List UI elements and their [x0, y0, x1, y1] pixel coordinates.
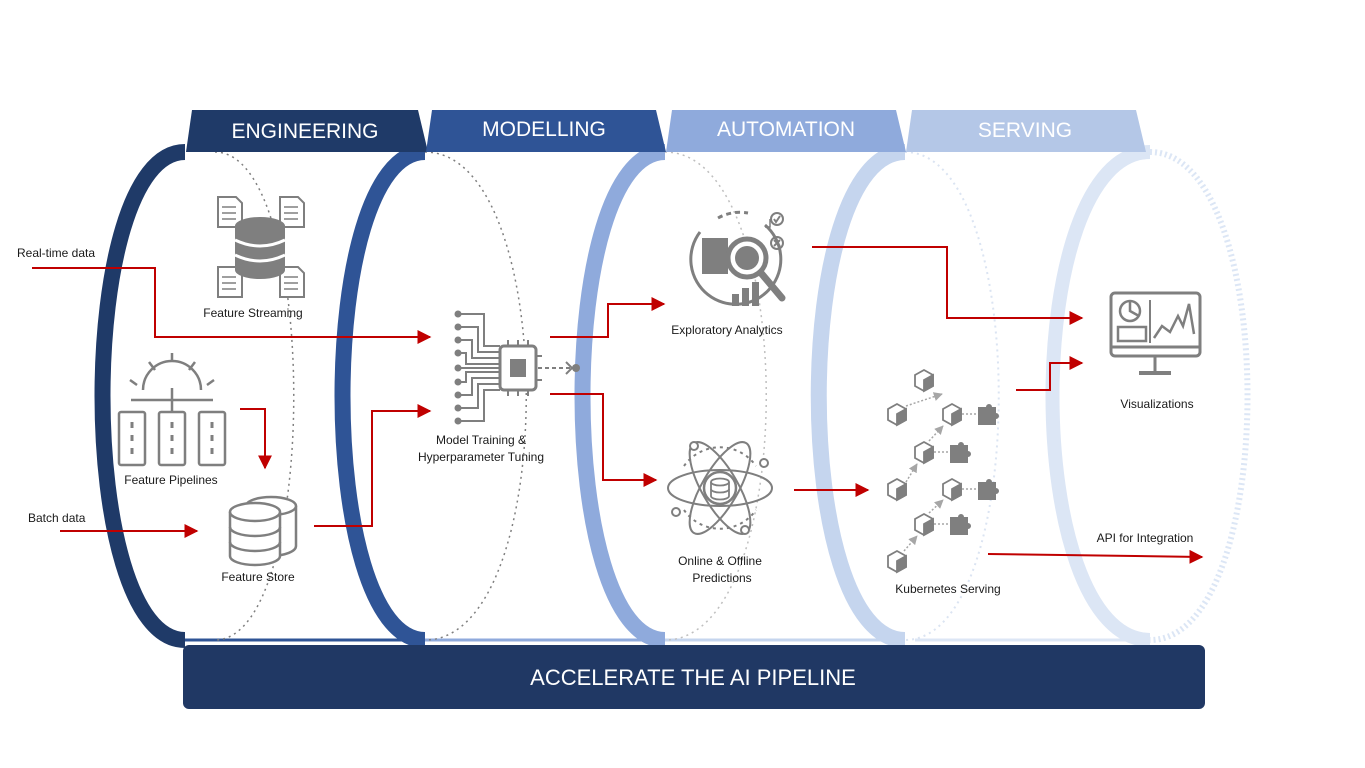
- label-model-training-2: Hyperparameter Tuning: [418, 450, 544, 464]
- input-label-realtime: Real-time data: [17, 246, 95, 260]
- automation-ring: [665, 144, 1000, 648]
- label-api-integration: API for Integration: [1097, 531, 1194, 545]
- stage-tab-serving[interactable]: SERVING: [906, 110, 1146, 152]
- stage-label-automation: AUTOMATION: [717, 118, 855, 141]
- stage-tab-engineering[interactable]: ENGINEERING: [186, 110, 428, 152]
- stage-rings: [94, 144, 1251, 648]
- gear-servers-icon: [117, 353, 227, 467]
- flow-arrows: [32, 246, 1204, 564]
- label-feature-pipelines: Feature Pipelines: [124, 473, 217, 487]
- bottom-banner: ACCELERATE THE AI PIPELINE: [183, 645, 1205, 709]
- stage-label-engineering: ENGINEERING: [231, 120, 378, 143]
- stage-label-modelling: MODELLING: [482, 118, 606, 141]
- label-predictions-2: Predictions: [692, 571, 751, 585]
- database-documents-icon: [217, 196, 305, 298]
- arrow-training-to-predictions: [550, 393, 658, 487]
- stage-label-serving: SERVING: [978, 119, 1072, 142]
- arrow-kubernetes-to-visualizations: [1016, 356, 1084, 391]
- neural-chip-icon: [454, 310, 580, 425]
- kubernetes-cubes-icon: [887, 368, 999, 574]
- label-feature-store: Feature Store: [221, 570, 295, 584]
- label-kubernetes-serving: Kubernetes Serving: [895, 582, 1000, 596]
- label-predictions-1: Online & Offline: [678, 554, 762, 568]
- label-feature-streaming: Feature Streaming: [203, 306, 302, 320]
- analytics-magnifier-icon: [689, 210, 786, 306]
- label-model-training-1: Model Training &: [436, 433, 526, 447]
- arrow-store-to-training: [314, 404, 432, 527]
- label-visualizations: Visualizations: [1120, 397, 1193, 411]
- stage-tab-automation[interactable]: AUTOMATION: [666, 110, 906, 152]
- serving-ring: [915, 145, 1251, 647]
- database-icon: [228, 495, 298, 567]
- modelling-ring: [425, 144, 767, 648]
- arrow-pipelines-to-store: [240, 408, 272, 470]
- arrow-realtime-to-training: [32, 267, 432, 344]
- monitor-dashboard-icon: [1109, 291, 1202, 375]
- atom-database-icon: [667, 441, 773, 535]
- engineering-ring: [185, 144, 527, 648]
- arrow-kubernetes-to-api: [987, 549, 1204, 564]
- stage-headers: ENGINEERING MODELLING AUTOMATION SERVING: [186, 110, 1146, 152]
- label-exploratory-analytics: Exploratory Analytics: [671, 323, 782, 337]
- input-label-batch: Batch data: [28, 511, 86, 525]
- arrow-training-to-analytics: [550, 297, 666, 338]
- banner-title: ACCELERATE THE AI PIPELINE: [530, 665, 856, 690]
- outer-ring: [94, 144, 295, 648]
- arrow-analytics-to-visualizations: [812, 246, 1084, 325]
- stage-tab-modelling[interactable]: MODELLING: [426, 110, 666, 152]
